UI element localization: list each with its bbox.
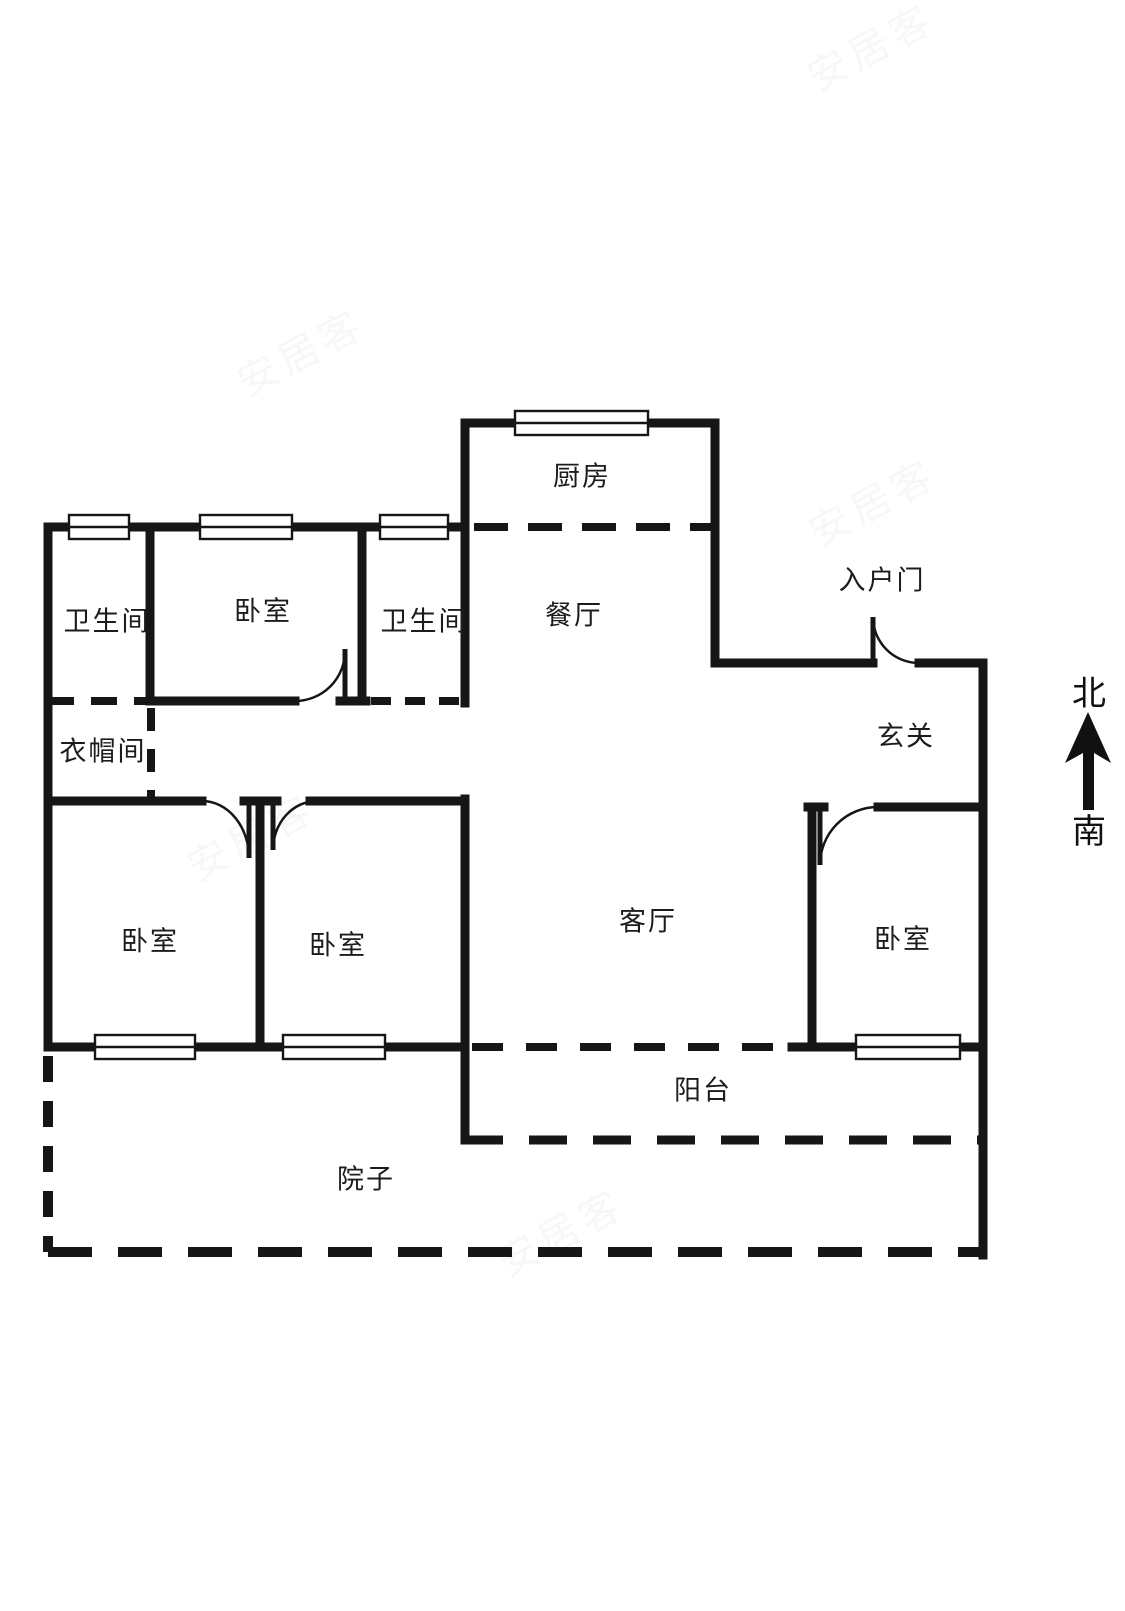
label-courtyard: 院子	[337, 1164, 395, 1195]
door-entrance	[870, 616, 920, 665]
compass-north-label: 北	[1072, 675, 1106, 713]
label-cloakroom: 衣帽间	[59, 736, 147, 767]
label-bathroom-top-right: 卫生间	[380, 606, 468, 637]
window	[513, 409, 650, 437]
label-living-room: 客厅	[619, 906, 677, 937]
doors	[201, 616, 920, 866]
window	[281, 1033, 387, 1061]
door-bedroom-left	[201, 799, 252, 859]
label-bedroom-middle: 卧室	[309, 930, 367, 961]
label-kitchen: 厨房	[553, 461, 611, 492]
label-bathroom-top-left: 卫生间	[63, 606, 151, 637]
label-balcony: 阳台	[674, 1075, 732, 1106]
label-entry-door: 入户门	[838, 565, 926, 596]
label-bedroom-right: 卧室	[874, 924, 932, 955]
label-dining: 餐厅	[545, 600, 603, 631]
window	[854, 1033, 962, 1061]
solid-walls	[43, 418, 988, 1260]
label-bedroom-left: 卧室	[121, 926, 179, 957]
door-bedroom-top	[294, 649, 348, 703]
door-bedroom-middle	[270, 799, 318, 851]
compass-south-label: 南	[1072, 813, 1106, 851]
window	[67, 513, 131, 541]
window	[198, 513, 294, 541]
windows	[67, 409, 962, 1061]
label-foyer: 玄关	[877, 721, 935, 752]
window	[93, 1033, 197, 1061]
dashed-walls	[43, 523, 983, 1257]
north-arrow-icon	[1065, 712, 1111, 810]
window	[378, 513, 450, 541]
label-bedroom-top: 卧室	[234, 596, 292, 627]
door-bedroom-right	[817, 805, 879, 866]
